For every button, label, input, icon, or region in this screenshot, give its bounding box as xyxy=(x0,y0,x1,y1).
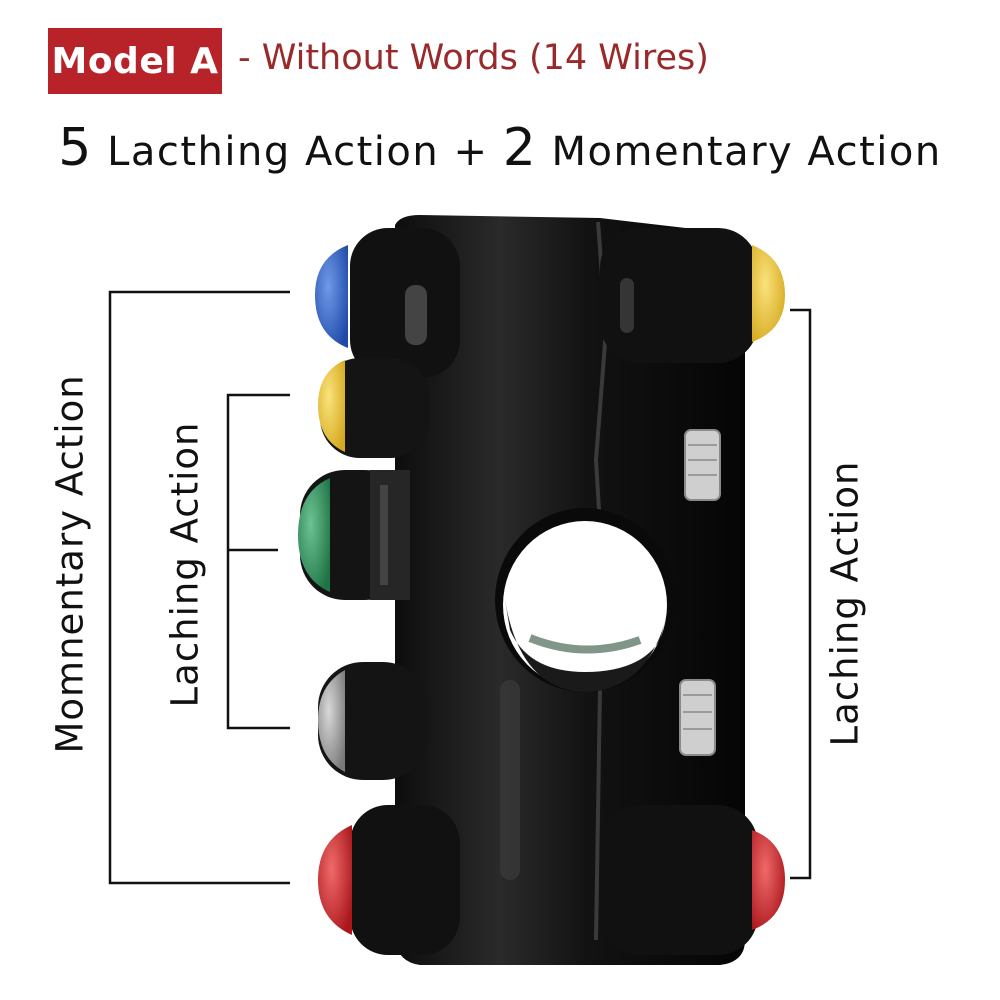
yellow-button-cap-right xyxy=(752,245,785,342)
red-button-cap-left xyxy=(318,825,352,935)
gray-button-cap xyxy=(318,670,345,772)
switch-body xyxy=(350,215,758,965)
latching-action-label-left: Laching Action xyxy=(163,421,207,708)
latching-action-label-right: Laching Action xyxy=(823,460,867,747)
model-badge: Model A xyxy=(48,28,222,94)
momentary-action-label: Momnentary Action xyxy=(48,374,92,754)
outer-left-bracket xyxy=(108,290,290,885)
latching-label: Lacthing Action + xyxy=(92,129,503,175)
blue-button-cap xyxy=(315,245,348,348)
inner-left-bracket xyxy=(226,393,290,730)
right-bracket xyxy=(790,308,812,880)
model-subtitle: - Without Words (14 Wires) xyxy=(238,38,709,78)
red-button-cap-right xyxy=(752,830,785,930)
green-button-cap xyxy=(298,478,330,592)
momentary-label: Momentary Action xyxy=(537,129,942,175)
momentary-count: 2 xyxy=(502,118,538,178)
headline: 5 Lacthing Action + 2 Momentary Action xyxy=(0,118,1000,178)
latching-count: 5 xyxy=(58,118,93,178)
yellow-button-cap-left xyxy=(318,360,345,452)
